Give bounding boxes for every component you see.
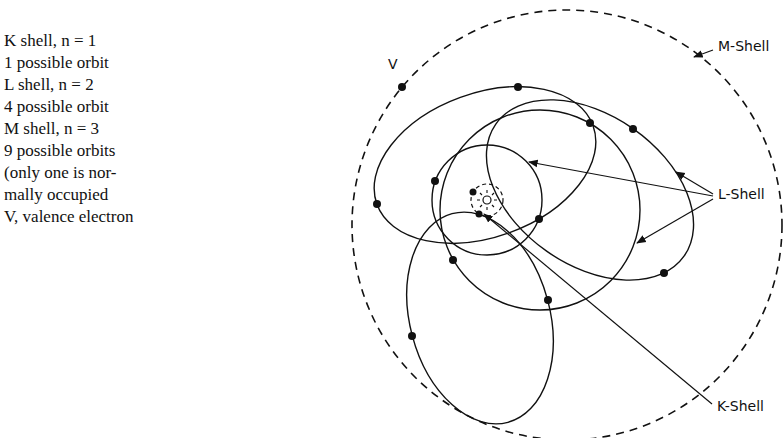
legend-text: (only one is nor- <box>4 162 117 184</box>
legend-text: V, valence electron <box>4 206 133 228</box>
shell-label: L-Shell <box>716 186 767 203</box>
m-shell-orbit <box>352 10 782 438</box>
legend-text: 4 possible orbit <box>4 96 109 118</box>
legend-text: K shell, n = 1 <box>4 30 96 52</box>
legend-text: 9 possible orbits <box>4 140 115 162</box>
l-shell-orbit <box>384 196 575 438</box>
legend-text: M shell, n = 3 <box>4 118 99 140</box>
legend-text: mally occupied <box>4 184 108 206</box>
legend-text: 1 possible orbit <box>4 52 109 74</box>
l-shell-orbit <box>440 110 640 310</box>
k-shell-orbit <box>471 184 503 216</box>
legend-text: L shell, n = 2 <box>4 74 94 96</box>
l-shell-orbit <box>352 58 617 272</box>
l-shell-orbit <box>432 145 542 255</box>
shell-label: K-Shell <box>715 398 766 415</box>
electron-label: V <box>386 56 400 73</box>
shell-label: M-Shell <box>716 38 771 55</box>
l-shell-orbit <box>453 63 727 318</box>
nucleus <box>477 190 497 210</box>
electron <box>373 83 668 340</box>
leader-line <box>484 50 713 404</box>
